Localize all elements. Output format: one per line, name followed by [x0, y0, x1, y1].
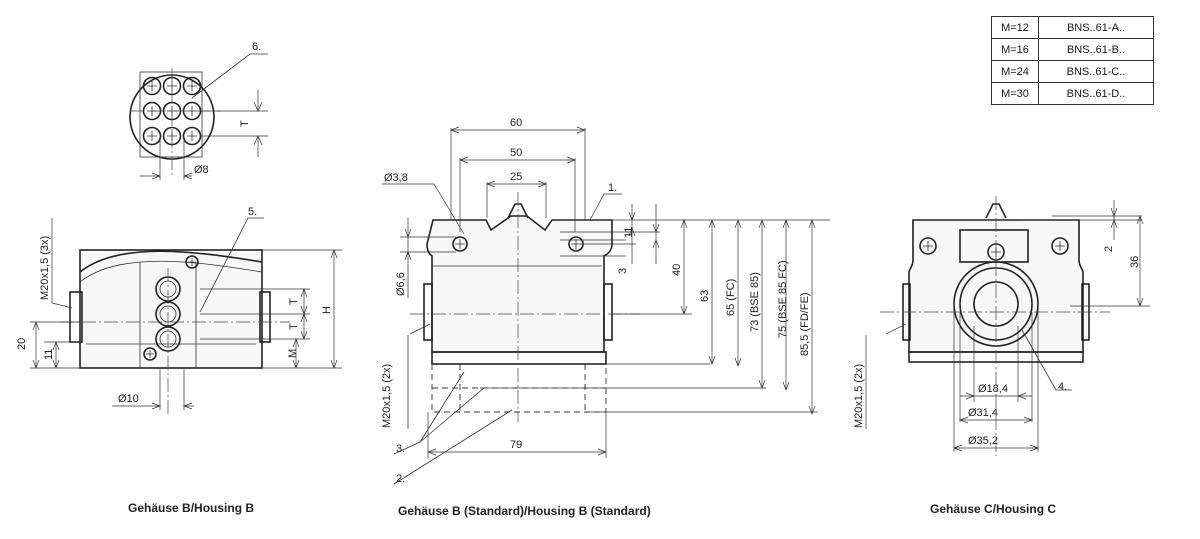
top-view-callout-6: 6. — [252, 41, 261, 53]
housing-b-dim-d10: Ø10 — [118, 393, 139, 405]
housing-b-dim-20: 20 — [16, 338, 28, 350]
housing-b-dim-t1: T — [288, 298, 300, 305]
table-cell-bns: BNS..61-A.. — [1038, 16, 1154, 39]
table-row: M=24 BNS..61-C.. — [991, 60, 1154, 83]
table-row: M=30 BNS..61-D.. — [991, 82, 1154, 105]
c-dim-184: Ø18,4 — [978, 383, 1008, 395]
table-cell-bns: BNS..61-D.. — [1038, 82, 1154, 105]
housing-b-dim-m: M — [287, 349, 299, 358]
housing-c-inner-bore — [973, 281, 1019, 327]
std-thread: M20x1,5 (2x) — [381, 364, 393, 428]
table-cell-bns: BNS..61-C.. — [1038, 60, 1154, 83]
caption-housing-b: Gehäuse B/Housing B — [128, 501, 254, 515]
std-dim-63: 63 — [699, 290, 711, 302]
housing-c-view: 2 36 M20x1,5 (2x) 4. Ø18,4 Ø31,4 Ø35,2 — [853, 196, 1150, 456]
housing-std-view: 60 50 25 Ø3,8 Ø6,6 M20x1,5 (2x) 1. 11 3 … — [381, 117, 830, 485]
table-row: M=12 BNS..61-A.. — [991, 16, 1154, 39]
c-thread: M20x1,5 (2x) — [853, 364, 865, 428]
top-view: T Ø8 6. — [129, 41, 268, 180]
housing-b-thread: M20x1,5 (3x) — [39, 236, 51, 300]
top-view-dim-t: T — [239, 120, 251, 127]
top-view-dim-d8: Ø8 — [194, 164, 209, 176]
std-callout-2: 2. — [396, 473, 405, 485]
std-dim-d38: Ø3,8 — [384, 172, 408, 184]
table-cell-m: M=12 — [991, 16, 1039, 39]
c-dim-314: Ø31,4 — [968, 407, 998, 419]
std-dim-40: 40 — [671, 264, 683, 276]
std-callout-1: 1. — [608, 182, 617, 194]
std-dim-75: 75 (BSE 85 FC) — [777, 260, 789, 338]
std-dim-65: 65 (FC) — [725, 279, 737, 316]
std-dim-50: 50 — [510, 147, 522, 159]
std-dim-73: 73 (BSE 85) — [749, 272, 761, 332]
top-view-frame — [139, 71, 203, 158]
housing-std-body — [426, 215, 613, 353]
std-dim-25: 25 — [510, 171, 522, 183]
housing-b-body — [79, 249, 263, 369]
std-dim-855: 85,5 (FD/FE) — [799, 292, 811, 356]
housing-b-view: 20 11 M20x1,5 (3x) T T M H Ø10 5. — [16, 206, 342, 414]
housing-b-dim-11: 11 — [43, 349, 55, 360]
caption-housing-c: Gehäuse C/Housing C — [930, 502, 1056, 516]
c-callout-4: 4. — [1058, 381, 1067, 393]
table-cell-m: M=16 — [991, 38, 1039, 61]
housing-b-dim-t2: T — [288, 323, 300, 330]
table-cell-m: M=24 — [991, 60, 1039, 83]
housing-b-callout-5: 5. — [248, 206, 257, 218]
c-dim-36: 36 — [1129, 256, 1141, 268]
housing-b-dim-h: H — [321, 306, 333, 314]
std-dim-11: 11 — [623, 227, 635, 238]
std-dim-60: 60 — [510, 117, 522, 129]
table-row: M=16 BNS..61-B.. — [991, 38, 1154, 61]
std-dim-d66: Ø6,6 — [395, 272, 407, 296]
std-dim-79: 79 — [510, 439, 522, 451]
table-cell-m: M=30 — [991, 82, 1039, 105]
table-cell-bns: BNS..61-B.. — [1038, 38, 1154, 61]
caption-housing-std: Gehäuse B (Standard)/Housing B (Standard… — [398, 504, 651, 518]
c-dim-352: Ø35,2 — [968, 435, 998, 447]
std-dim-3: 3 — [617, 268, 629, 274]
housing-b-break-line — [79, 250, 263, 273]
c-dim-2: 2 — [1103, 246, 1115, 252]
variant-table: M=12 BNS..61-A.. M=16 BNS..61-B.. M=24 B… — [991, 16, 1154, 105]
std-callout-3: 3. — [396, 443, 405, 455]
